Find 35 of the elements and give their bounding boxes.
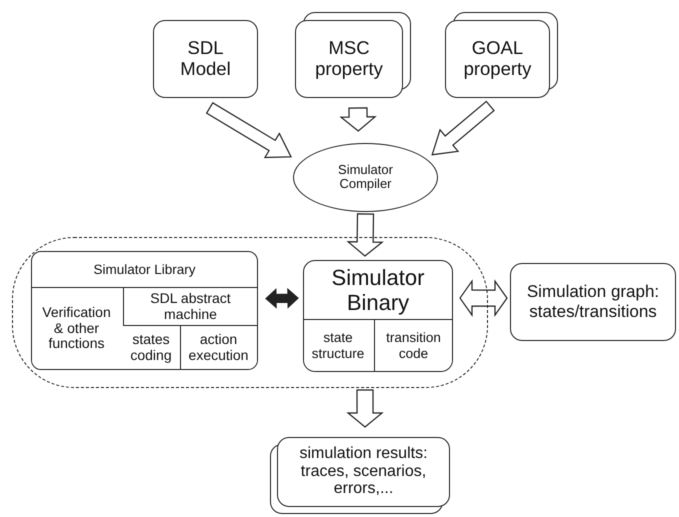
table-cell: [124, 286, 257, 369]
node-label: simulation results: traces, scenarios, errors,...: [298, 444, 429, 498]
node-label: Verification & other functions: [41, 304, 112, 352]
double-arrow: [265, 288, 299, 309]
library-box: [31, 251, 258, 370]
property-document-box: [295, 20, 403, 98]
hollow-block-arrow: [346, 213, 384, 257]
node-label: SDL abstract machine: [149, 290, 232, 322]
hollow-block-arrow: [346, 389, 384, 428]
node-label: Simulator Binary: [330, 266, 426, 316]
node-label: GOAL property: [462, 38, 532, 80]
results-document-box: [277, 437, 450, 507]
node-label: MSC property: [314, 38, 384, 80]
node-label: SDL Model: [179, 38, 232, 80]
node-label: transition code: [385, 330, 442, 361]
hollow-block-arrow: [431, 100, 495, 156]
property-document-box: [445, 20, 550, 98]
node-label: Simulation graph: states/transitions: [526, 282, 660, 321]
node-label: action execution: [188, 332, 250, 364]
table-cell: [122, 324, 180, 369]
table-cell: [180, 324, 256, 369]
hollow-block-arrow: [339, 107, 377, 132]
binary-box: [303, 260, 453, 372]
node-label: Simulator Library: [93, 262, 196, 278]
table-cell: [304, 318, 374, 371]
node-label: states coding: [129, 332, 173, 364]
model-box: [153, 20, 258, 98]
table-cell: [32, 286, 124, 369]
dashed-group-outline: [12, 237, 488, 388]
graph-box: [510, 263, 676, 341]
hollow-block-arrow: [206, 102, 292, 158]
table-cell: [374, 318, 452, 371]
hollow-double-arrow: [459, 279, 508, 317]
node-label: state structure: [310, 330, 366, 361]
node-label: Simulator Compiler: [337, 162, 394, 192]
